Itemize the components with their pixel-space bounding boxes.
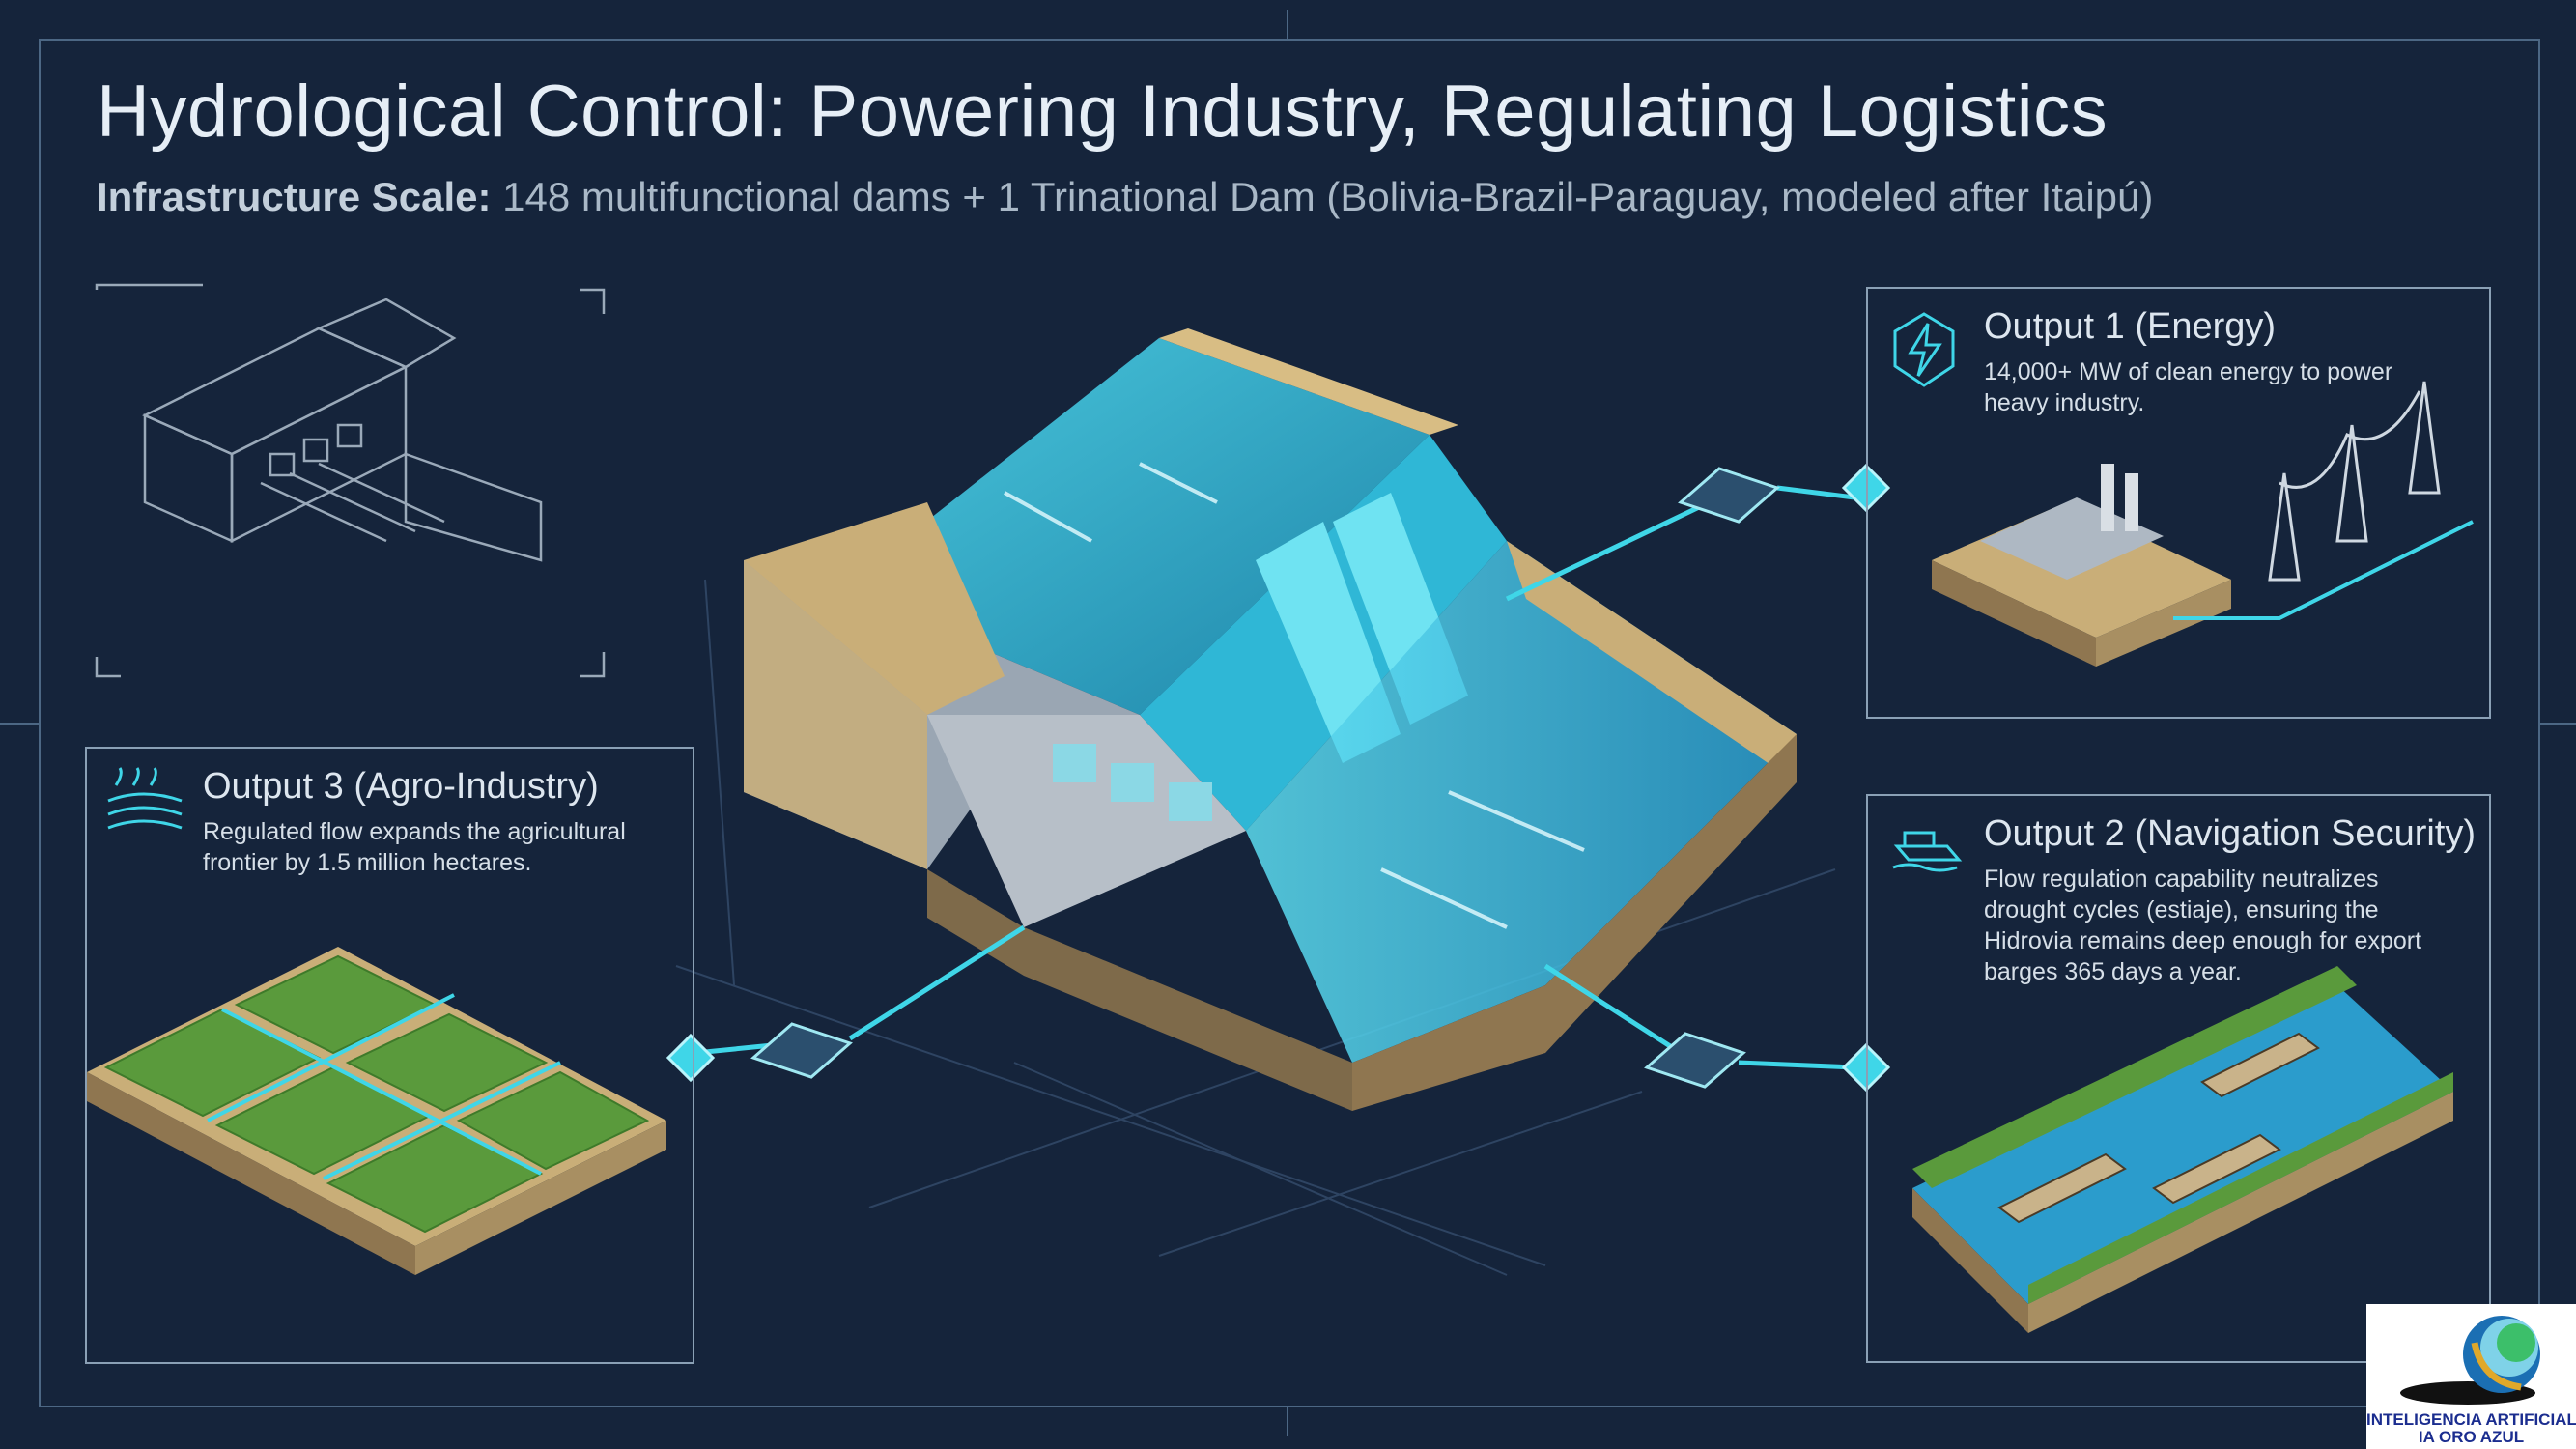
- panel-agro-output: Output 3 (Agro-Industry) Regulated flow …: [85, 747, 694, 1364]
- panel-agro-text: Regulated flow expands the agricultural …: [203, 818, 626, 876]
- panel-agro-title: Output 3 (Agro-Industry): [203, 766, 599, 807]
- panel-energy-text: 14,000+ MW of clean energy to power heav…: [1984, 358, 2393, 416]
- ia-oro-azul-logo: INTELIGENCIA ARTIFICIAL IA ORO AZUL: [2366, 1304, 2576, 1449]
- panel-energy-title: Output 1 (Energy): [1984, 306, 2277, 347]
- frame-tick-bottom: [1287, 1407, 1288, 1436]
- frame-tick-left: [0, 723, 39, 724]
- logo-mark-icon: [2400, 1316, 2540, 1405]
- subtitle-text: 148 multifunctional dams + 1 Trinational…: [491, 174, 2154, 219]
- lightning-icon: [1889, 310, 1959, 389]
- powerhouse: [927, 715, 1246, 927]
- frame-tick-right: [2540, 723, 2576, 724]
- panel-navigation-text: Flow regulation capability neutralizes d…: [1984, 866, 2422, 985]
- navigation-illustration: [1912, 966, 2453, 1333]
- frame-right: [2538, 39, 2540, 1407]
- logo-line-1: INTELIGENCIA ARTIFICIAL: [2366, 1410, 2576, 1429]
- page-subtitle: Infrastructure Scale: 148 multifunctiona…: [97, 174, 2153, 220]
- energy-illustration: [1932, 381, 2474, 667]
- panel-energy-output: Output 1 (Energy) 14,000+ MW of clean en…: [1866, 287, 2491, 719]
- frame-bottom: [39, 1406, 2540, 1407]
- panel-navigation-title: Output 2 (Navigation Security): [1984, 813, 2477, 854]
- sketch-dam-outline: [95, 283, 606, 678]
- crop-field-icon: [104, 766, 185, 836]
- panel-navigation-output: Output 2 (Navigation Security) Flow regu…: [1866, 794, 2491, 1363]
- logo-line-2: IA ORO AZUL: [2418, 1428, 2525, 1446]
- main-dam: [744, 328, 1797, 1111]
- page-title: Hydrological Control: Powering Industry,…: [97, 71, 2109, 153]
- agro-illustration: [87, 947, 666, 1275]
- frame-left: [39, 39, 41, 1407]
- reservoir-water: [840, 338, 1430, 715]
- subtitle-label: Infrastructure Scale:: [97, 174, 492, 219]
- frame-top: [39, 39, 2540, 41]
- barge-icon: [1889, 817, 1967, 875]
- frame-tick-top: [1287, 10, 1288, 39]
